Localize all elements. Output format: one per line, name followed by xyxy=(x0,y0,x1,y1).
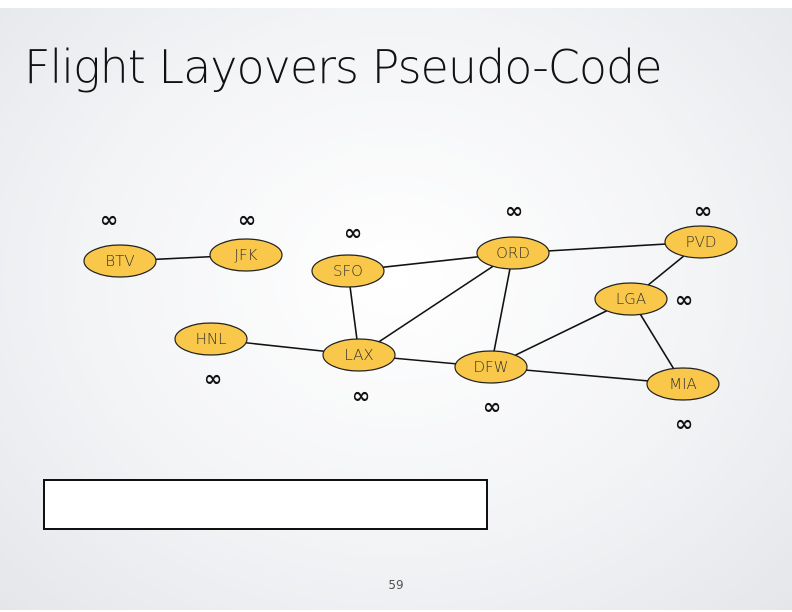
node-ellipse xyxy=(476,236,550,270)
node-label: LGA xyxy=(616,290,646,308)
node-btv: BTV xyxy=(83,244,157,278)
node-ellipse xyxy=(646,367,720,401)
distance-label-lga: ∞ xyxy=(675,288,693,313)
node-label: JFK xyxy=(235,246,258,264)
node-ellipse xyxy=(83,244,157,278)
node-label: SFO xyxy=(333,262,363,280)
node-lax: LAX xyxy=(322,338,396,372)
distance-label-hnl: ∞ xyxy=(204,367,222,392)
node-pvd: PVD xyxy=(664,225,738,259)
node-label: DFW xyxy=(473,358,508,376)
distance-label-sfo: ∞ xyxy=(344,221,362,246)
slide: Flight Layovers Pseudo-Code BTV JFK SFO ORD… xyxy=(0,8,792,610)
node-sfo: SFO xyxy=(311,254,385,288)
node-ellipse xyxy=(311,254,385,288)
node-ellipse xyxy=(174,322,248,356)
edge-ord-dfw xyxy=(490,252,514,368)
distance-label-mia: ∞ xyxy=(675,412,693,437)
distance-label-jfk: ∞ xyxy=(238,208,256,233)
node-label: MIA xyxy=(669,375,697,393)
node-label: HNL xyxy=(196,330,227,348)
node-lga: LGA xyxy=(594,282,668,316)
edge-ord-lax xyxy=(358,252,514,356)
node-ellipse xyxy=(594,282,668,316)
distance-label-dfw: ∞ xyxy=(483,395,501,420)
node-hnl: HNL xyxy=(174,322,248,356)
node-ellipse xyxy=(322,338,396,372)
nodes-layer: BTV JFK SFO ORD PVD LGA HNL LAX DFW MIA xyxy=(83,225,738,401)
distance-label-lax: ∞ xyxy=(352,384,370,409)
node-mia: MIA xyxy=(646,367,720,401)
node-ellipse xyxy=(454,350,528,384)
slide-title: Flight Layovers Pseudo-Code xyxy=(24,40,663,94)
node-jfk: JFK xyxy=(209,238,283,272)
distance-label-pvd: ∞ xyxy=(694,199,712,224)
node-ord: ORD xyxy=(476,236,550,270)
node-label: PVD xyxy=(686,233,717,251)
node-label: BTV xyxy=(105,252,134,270)
node-ellipse xyxy=(209,238,283,272)
distance-label-ord: ∞ xyxy=(505,199,523,224)
node-ellipse xyxy=(664,225,738,259)
node-label: LAX xyxy=(344,346,373,364)
answer-box xyxy=(43,479,488,530)
distance-labels-layer: ∞ ∞ ∞ ∞ ∞ ∞ ∞ ∞ ∞ ∞ xyxy=(100,199,712,437)
page-number: 59 xyxy=(388,578,404,592)
node-label: ORD xyxy=(496,244,530,262)
distance-label-btv: ∞ xyxy=(100,208,118,233)
node-dfw: DFW xyxy=(454,350,528,384)
